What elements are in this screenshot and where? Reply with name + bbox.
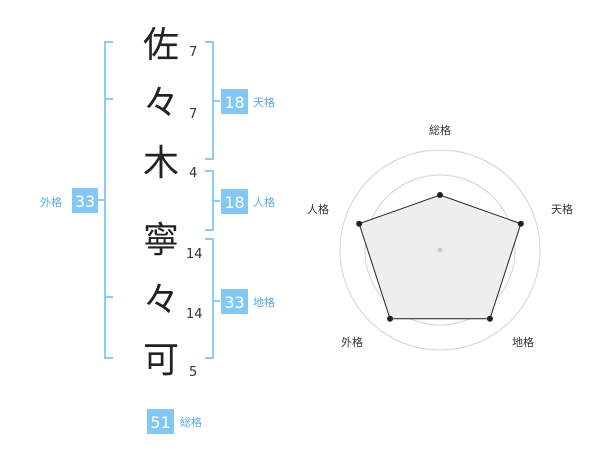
jinkaku-value: 18 — [224, 193, 244, 212]
radar-polygon — [358, 194, 522, 320]
name-char: 々 — [143, 280, 179, 321]
gaikaku-badge: 外格 33 — [40, 188, 98, 213]
jinkaku-bracket — [205, 170, 220, 231]
radar-point — [517, 220, 524, 227]
name-characters: 佐 々 木 寧 々 可 — [143, 25, 179, 381]
stroke-count: 7 — [189, 107, 197, 122]
tenkaku-value: 18 — [224, 93, 244, 112]
radar-ring — [339, 149, 541, 351]
radar-point — [437, 192, 443, 198]
name-char: 寧 — [143, 220, 179, 261]
stroke-count: 14 — [186, 307, 203, 322]
jinkaku-label: 人格 — [253, 195, 275, 209]
stroke-count: 4 — [189, 166, 197, 181]
radar-point — [486, 315, 493, 322]
stroke-count: 5 — [189, 365, 197, 380]
radar-axis-label: 人格 — [307, 202, 329, 216]
stroke-count: 7 — [189, 45, 197, 60]
chikaku-bracket — [205, 238, 220, 359]
soukaku-label: 総格 — [180, 415, 202, 429]
tenkaku-bracket — [205, 41, 220, 160]
chikaku-label: 地格 — [253, 295, 275, 309]
name-char: 々 — [143, 83, 179, 124]
radar-ring — [364, 174, 516, 326]
stroke-count: 14 — [186, 247, 203, 262]
radar-axis-label: 外格 — [341, 335, 363, 349]
name-char: 木 — [143, 143, 179, 184]
gaikaku-value: 33 — [75, 192, 95, 211]
radar-axis-label: 総格 — [429, 123, 451, 137]
tenkaku-badge: 18 天格 — [221, 89, 275, 114]
radar-chart: 総格 天格 地格 外格 人格 — [307, 123, 573, 351]
name-char: 可 — [143, 340, 179, 381]
tenkaku-label: 天格 — [253, 95, 275, 109]
radar-center — [437, 247, 443, 253]
gaikaku-bracket — [98, 41, 113, 359]
radar-axis-label: 天格 — [551, 202, 573, 216]
soukaku-value: 51 — [150, 413, 170, 432]
soukaku-badge: 51 総格 — [147, 409, 202, 434]
gaikaku-label: 外格 — [40, 195, 62, 209]
radar-points — [356, 192, 524, 322]
name-char: 佐 — [143, 25, 179, 66]
chikaku-badge: 33 地格 — [221, 289, 275, 314]
stroke-counts: 7 7 4 14 14 5 — [186, 45, 203, 380]
radar-point — [356, 220, 363, 227]
jinkaku-badge: 18 人格 — [221, 189, 275, 214]
chikaku-value: 33 — [224, 293, 244, 312]
radar-point — [387, 315, 394, 322]
radar-axis-label: 地格 — [512, 335, 534, 349]
